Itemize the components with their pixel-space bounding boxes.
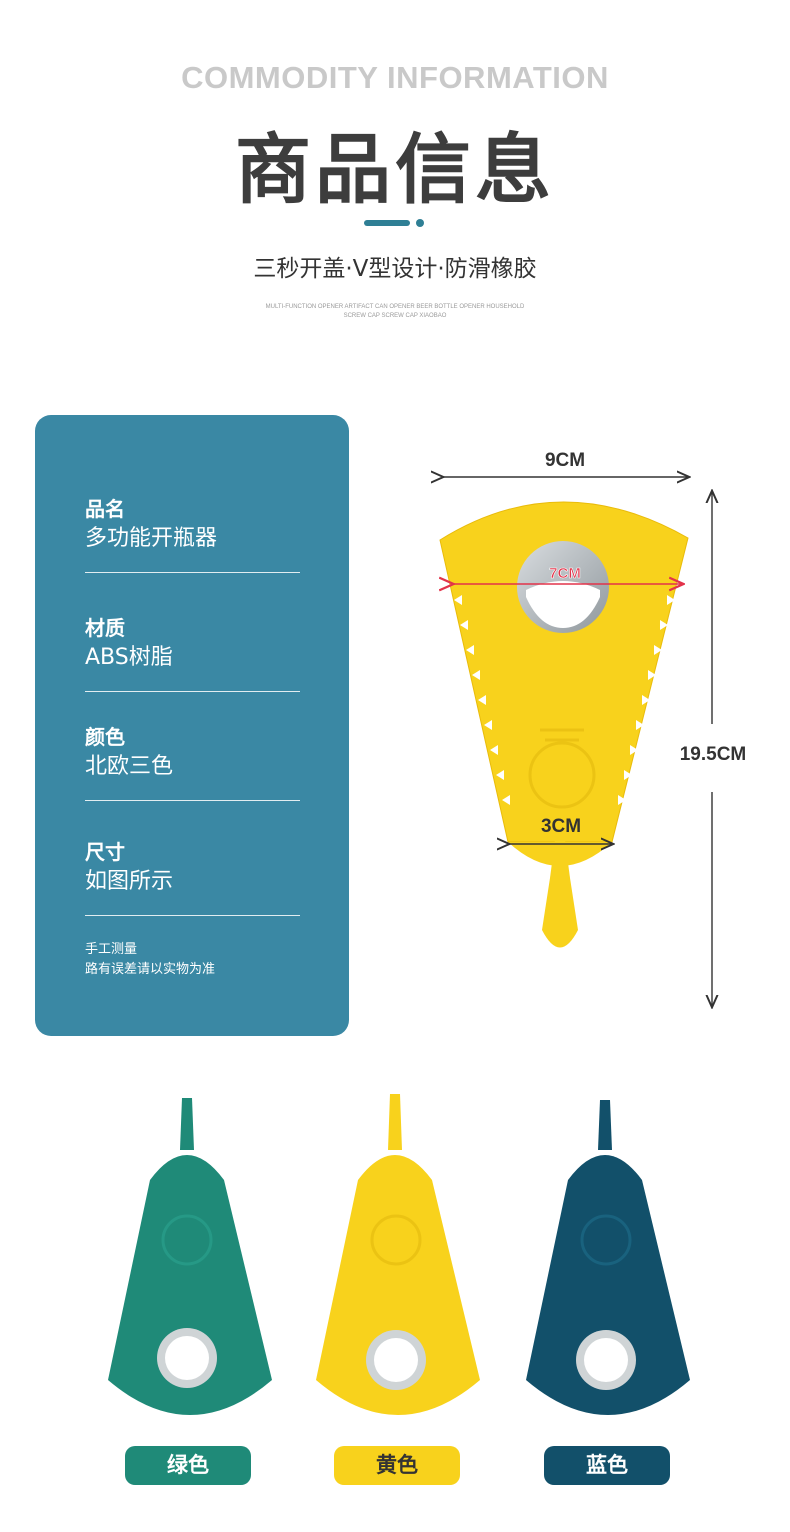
note-line-2: 路有误差请以实物为准: [85, 962, 216, 977]
spec-value: 如图所示: [85, 869, 174, 894]
spec-divider: [85, 915, 300, 916]
spec-divider: [85, 691, 300, 692]
spec-label: 尺寸: [85, 840, 125, 864]
spec-divider: [85, 800, 300, 801]
spec-label: 品名: [85, 497, 125, 521]
emboss-logo: [528, 741, 596, 809]
eyebrow-heading: COMMODITY INFORMATION: [181, 60, 609, 95]
dimension-diagram: 9CM 7CM 3CM 19.5CM: [400, 450, 747, 1030]
note-line-1: 手工测量: [85, 942, 138, 957]
width-hole-label: 7CM: [549, 565, 581, 582]
spec-item-material: 材质 ABS树脂: [85, 614, 300, 674]
tagline: 三秒开盖·V型设计·防滑橡胶: [253, 256, 537, 282]
spec-value: 多功能开瓶器: [85, 526, 218, 551]
title-underline: [364, 220, 410, 226]
blue-opener-image: [526, 1100, 690, 1415]
height-label: 19.5CM: [680, 744, 747, 765]
green-opener-image: [108, 1098, 272, 1415]
color-label-green: 绿色: [125, 1446, 251, 1485]
spec-label: 颜色: [85, 725, 125, 749]
grip-serrations: [454, 595, 675, 805]
page-title: 商品信息: [235, 125, 555, 214]
english-subtitle-line-2: SCREW CAP SCREW CAP XIAOBAO: [343, 313, 447, 319]
spec-item-size: 尺寸 如图所示: [85, 838, 300, 898]
color-label-blue: 蓝色: [544, 1446, 670, 1485]
yellow-opener-variant-image: [316, 1094, 480, 1415]
spec-label: 材质: [85, 616, 125, 640]
spec-item-color: 颜色 北欧三色: [85, 723, 300, 783]
english-subtitle: MULTI-FUNCTION OPENER ARTIFACT CAN OPENE…: [245, 303, 545, 321]
spec-divider: [85, 572, 300, 573]
spec-item-name: 品名 多功能开瓶器: [85, 495, 300, 555]
spec-value: ABS树脂: [85, 645, 173, 670]
measurement-note: 手工测量 路有误差请以实物为准: [85, 940, 215, 980]
width-top-label: 9CM: [545, 450, 585, 471]
title-underline-dot: [416, 219, 424, 227]
spec-value: 北欧三色: [85, 754, 174, 779]
width-bottom-label: 3CM: [541, 816, 581, 837]
english-subtitle-line-1: MULTI-FUNCTION OPENER ARTIFACT CAN OPENE…: [265, 304, 525, 310]
spec-panel: 品名 多功能开瓶器 材质 ABS树脂 颜色 北欧三色 尺寸 如图所示 手工测量 …: [35, 415, 349, 1036]
color-label-yellow: 黄色: [334, 1446, 460, 1485]
